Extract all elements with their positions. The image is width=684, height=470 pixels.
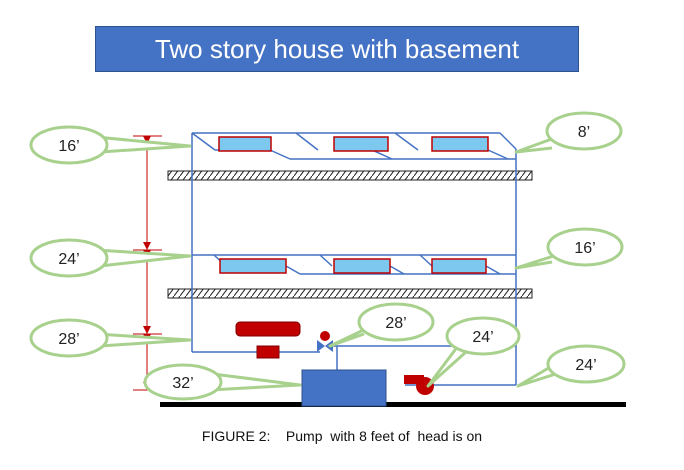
radiator — [218, 136, 272, 152]
callout-left-bottom: 32’ — [143, 363, 302, 401]
callout-left-mid: 24’ — [29, 238, 192, 278]
piping — [191, 132, 517, 386]
callout-label: 16’ — [574, 240, 595, 257]
callout-label: 16’ — [58, 138, 79, 155]
valve-icon — [317, 331, 333, 352]
air-separator — [256, 345, 280, 359]
second-floor-slab — [167, 170, 533, 181]
callout-label: 8’ — [578, 124, 590, 141]
figure-caption: FIGURE 2: Pump with 8 feet of head is on — [201, 428, 483, 444]
first-floor-slab — [167, 288, 533, 299]
radiator — [333, 136, 389, 152]
callout-left-top: 16’ — [29, 125, 192, 165]
radiators — [218, 136, 489, 274]
floor-slabs — [160, 170, 626, 407]
callout-pump: 24’ — [426, 316, 521, 388]
callout-valve: 28’ — [328, 302, 435, 348]
callout-right-mid: 16’ — [514, 227, 624, 270]
callout-right-top: 8’ — [514, 111, 623, 154]
callout-label: 32’ — [172, 375, 193, 392]
radiator — [219, 258, 287, 274]
ground-line — [160, 402, 626, 407]
callout-label: 24’ — [472, 329, 493, 346]
callout-label: 28’ — [58, 331, 79, 348]
boiler — [301, 369, 387, 407]
dimension-arrows — [133, 135, 162, 391]
radiator — [431, 136, 489, 152]
expansion-tank — [235, 321, 301, 337]
radiator — [431, 258, 487, 274]
callout-right-bottom: 24’ — [516, 344, 626, 388]
callout-label: 24’ — [58, 251, 79, 268]
basement-equipment — [235, 321, 434, 407]
radiator — [333, 258, 391, 274]
title-banner: Two story house with basement — [95, 26, 579, 72]
diagram-title: Two story house with basement — [154, 33, 520, 64]
callout-left-low: 28’ — [29, 318, 192, 358]
callout-label: 28’ — [385, 315, 406, 332]
callout-label: 24’ — [575, 357, 596, 374]
